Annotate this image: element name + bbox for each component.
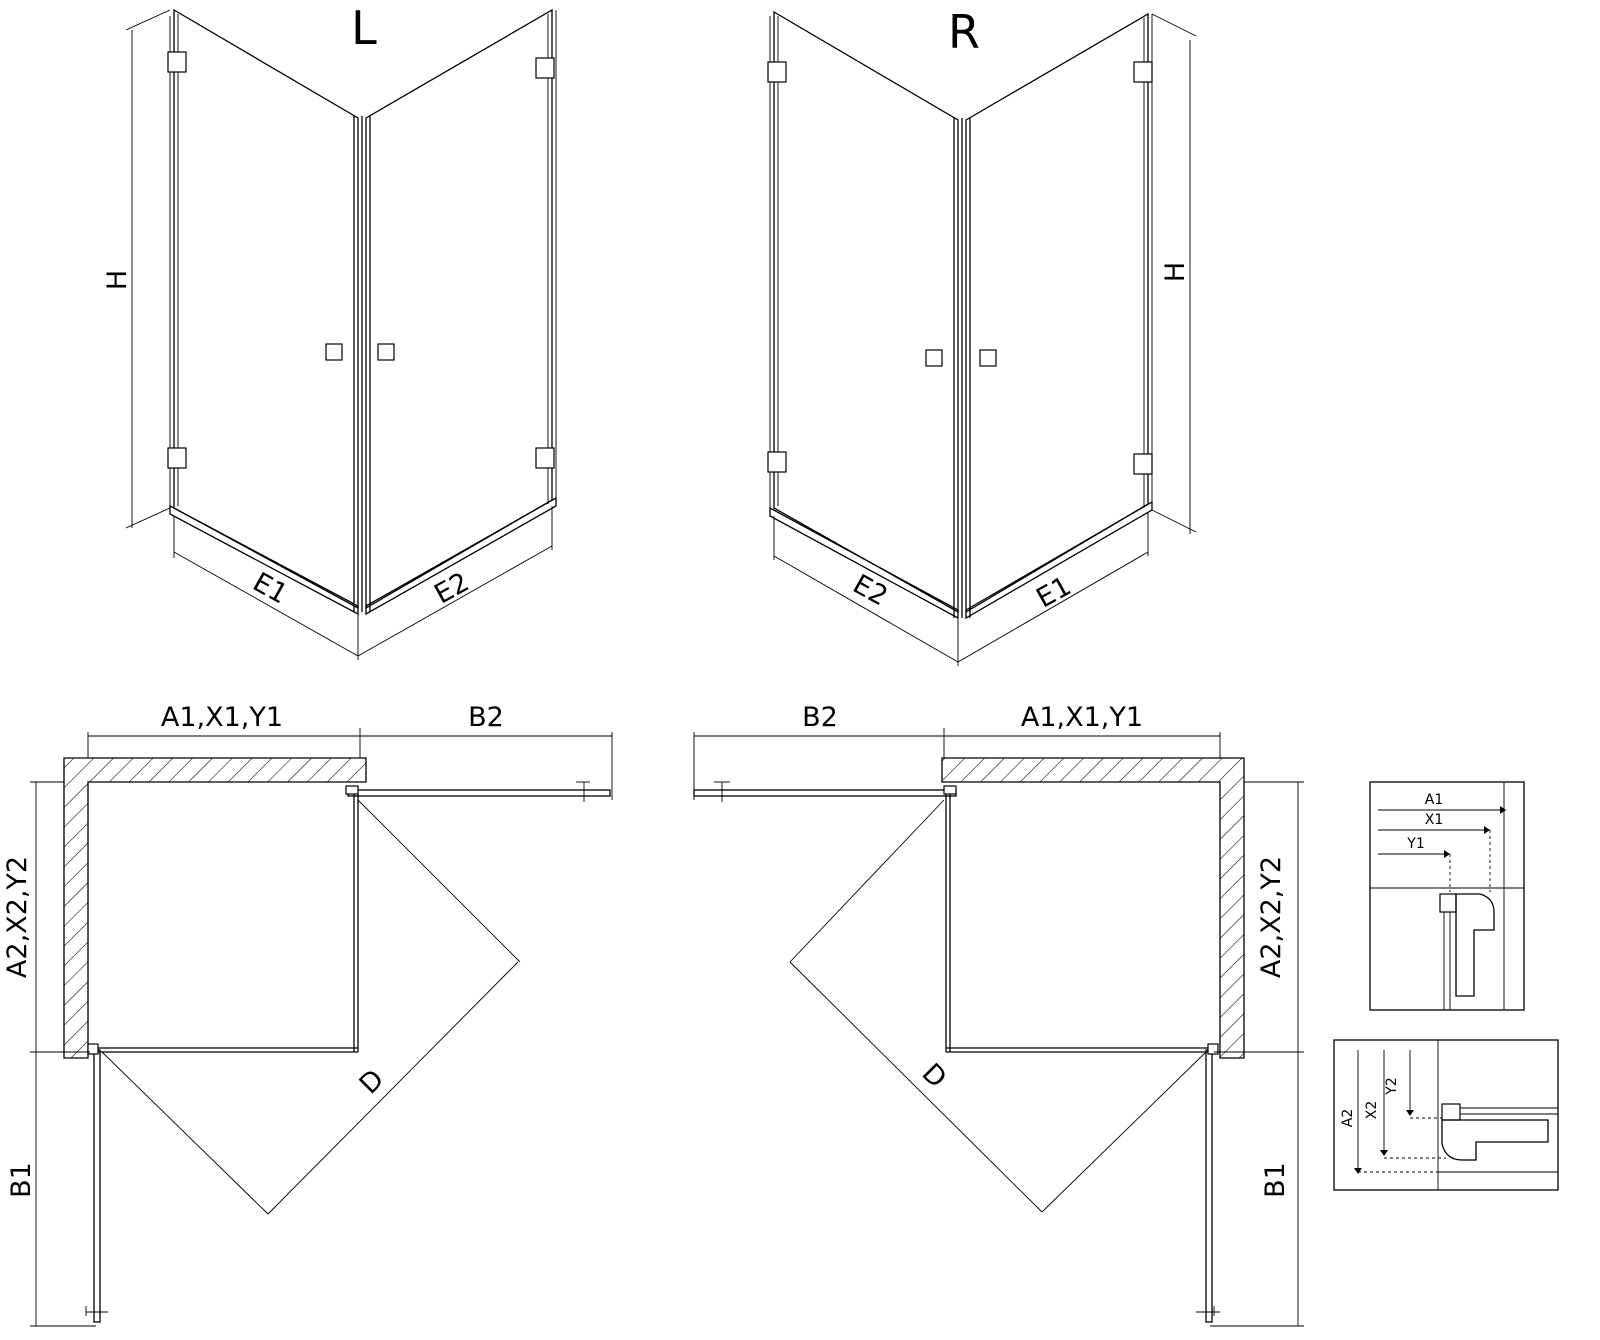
door-panel-side [93,1049,101,1323]
hinge-icon [1133,453,1153,475]
detail-x1-label: X1 [1425,812,1444,828]
handle-icon [979,349,997,367]
opening-side-label: B1 [6,1162,37,1198]
opening-side-label: B1 [1260,1162,1291,1198]
detail-a1-label: A1 [1425,792,1443,808]
hinge-icon [167,447,187,469]
handle-icon [325,343,343,361]
isometric-view-right: H E2 E1 R [767,5,1197,666]
glass-panel-e1 [965,12,1149,614]
width-e2-label: E2 [429,567,474,611]
depth-top-label: A1,X1,Y1 [161,702,283,733]
height-label: H [102,270,133,290]
glass-panel-e1 [173,8,359,610]
detail-y1-label: Y1 [1406,836,1424,852]
glass-panel-e2 [365,8,553,610]
door-panel-top [347,789,611,797]
hinge-icon [767,61,787,83]
hinge-icon [345,785,359,795]
detail-x2-label: X2 [1364,1101,1380,1120]
hinge-icon [87,1043,99,1055]
height-label: H [1160,262,1191,282]
door-panel-top [693,789,957,797]
hinge-icon [767,451,787,473]
plan-view-right: D B2 A1,X1,Y1 A2,X2,Y2 B1 [693,702,1304,1327]
handle-icon [377,343,395,361]
hinge-icon [1133,61,1153,83]
diagonal-label: D [916,1058,953,1095]
detail-top: A1 X1 Y1 [1369,781,1525,1011]
plan-view-left: D A1,X1,Y1 B2 A2,X2,Y2 B1 [2,702,613,1327]
handle-icon [925,349,943,367]
variant-label-right: R [948,5,980,59]
opening-top-label: B2 [802,702,838,733]
hinge-icon [943,785,957,795]
wall-hatch [63,757,367,1059]
width-e2-label: E2 [848,569,893,613]
hinge-icon [535,57,555,79]
variant-label-left: L [351,1,377,55]
bottom-profile-e2 [365,496,557,616]
depth-side-label: A2,X2,Y2 [2,856,33,978]
detail-side: A2 X2 Y2 [1333,1039,1559,1191]
isometric-view-left: H E1 E2 L [102,1,557,660]
depth-top-label: A1,X1,Y1 [1021,702,1143,733]
detail-a2-label: A2 [1340,1109,1356,1127]
wall-hatch [941,757,1245,1059]
door-panel-side [1205,1049,1213,1323]
diagonal-label: D [354,1064,391,1101]
detail-y2-label: Y2 [1384,1077,1400,1095]
width-e1-label: E1 [1031,571,1076,615]
width-e1-label: E1 [248,567,293,611]
hinge-icon [167,51,187,73]
depth-side-label: A2,X2,Y2 [1256,856,1287,978]
opening-top-label: B2 [468,702,504,733]
hinge-icon [1207,1043,1219,1055]
hinge-icon [535,447,555,469]
glass-panel-e2 [773,10,959,614]
